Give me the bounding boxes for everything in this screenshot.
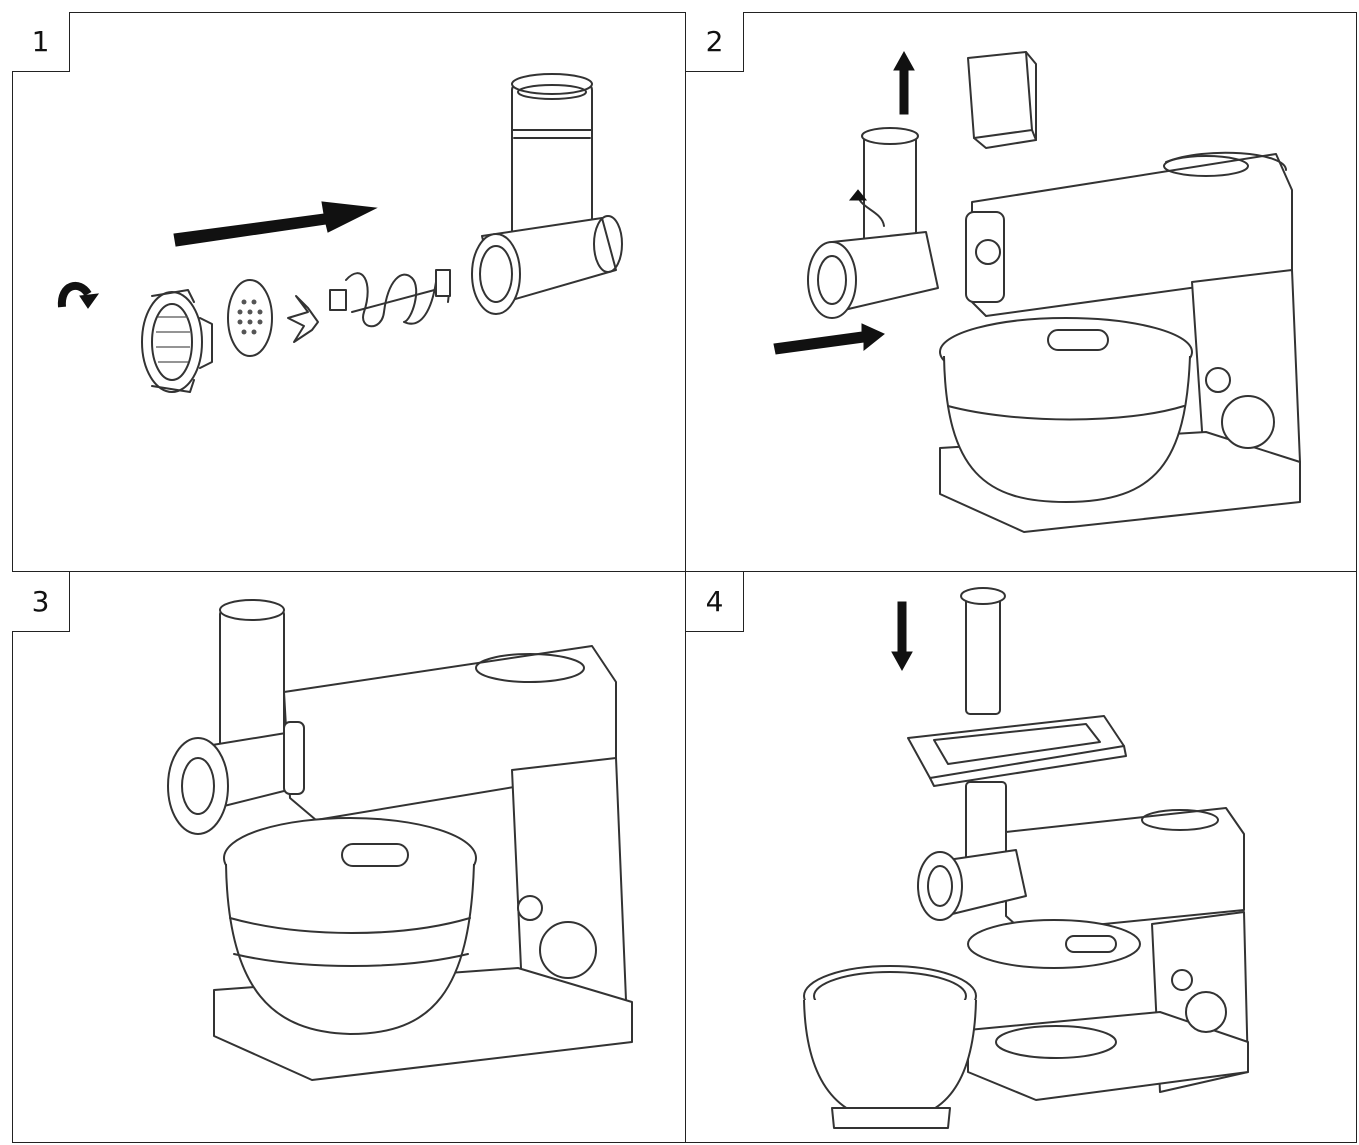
up-arrow-icon: [893, 50, 915, 115]
stand-mixer-icon: [939, 151, 1301, 533]
step-2-illustration: [773, 50, 1301, 533]
step-4-illustration: [803, 587, 1249, 1129]
step-1-panel: 1: [12, 12, 686, 572]
grinder-assembly-icon: [807, 127, 939, 319]
down-arrow-icon: [891, 601, 913, 672]
blade-icon: [287, 295, 319, 343]
ring-nut-icon: [141, 289, 213, 393]
worm-screw-icon: [329, 269, 451, 328]
push-arrow-icon: [173, 201, 378, 247]
step-3-panel: 3: [12, 572, 686, 1143]
step-number-4: 4: [686, 572, 744, 632]
mixer-with-grinder-icon: [917, 781, 1249, 1101]
step-number-2: 2: [686, 12, 744, 72]
food-pusher-icon: [960, 587, 1006, 715]
assembled-mixer-icon: [167, 599, 633, 1081]
rotate-arrow-icon: [57, 281, 92, 308]
grinder-body-icon: [471, 73, 623, 315]
feeding-tray-icon: [907, 715, 1127, 787]
step-1-illustration: [57, 73, 623, 393]
insert-arrow-icon: [773, 323, 885, 355]
step-number-1: 1: [12, 12, 70, 72]
step-4-panel: 4: [686, 572, 1357, 1143]
cutting-plate-icon: [227, 279, 273, 357]
mixing-bowl-icon: [803, 965, 977, 1129]
attachment-cover-icon: [967, 51, 1037, 149]
step-3-illustration: [167, 599, 633, 1081]
step-number-3: 3: [12, 572, 70, 632]
step-2-panel: 2: [686, 12, 1357, 572]
